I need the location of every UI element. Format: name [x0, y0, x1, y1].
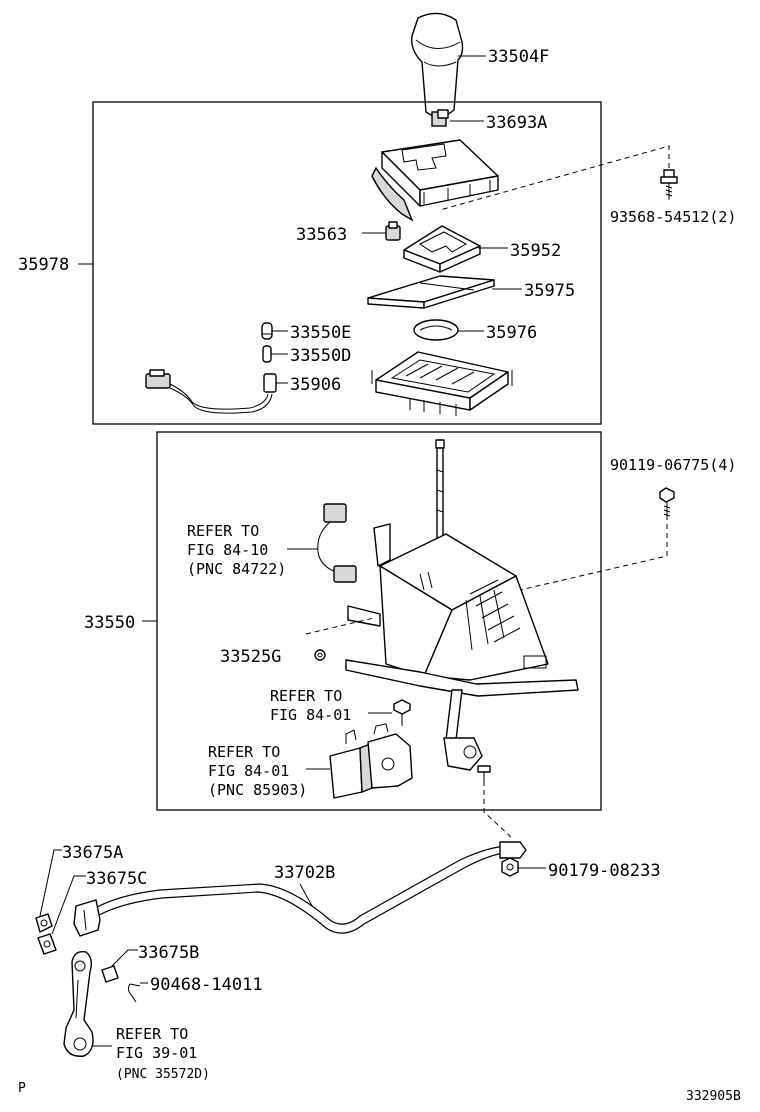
slide-plate-part[interactable]: [367, 275, 495, 309]
ref4-line1: REFER TO: [116, 1025, 188, 1043]
transmission-control-cable-part[interactable]: [73, 841, 527, 937]
leader-line: [39, 849, 62, 917]
leader-line: [51, 875, 86, 935]
shift-lock-unit-part[interactable]: [329, 723, 413, 799]
lever-harness-part[interactable]: [317, 503, 357, 583]
shift-lever-housing-part[interactable]: [345, 523, 579, 697]
bolt-right-part[interactable]: [659, 487, 675, 520]
dashed-line: [305, 617, 375, 635]
knob-clip-part[interactable]: [431, 109, 449, 127]
ref2-bolt-part[interactable]: [393, 699, 411, 726]
clip-pin-part[interactable]: [127, 983, 141, 1003]
shift-knob-part[interactable]: [411, 12, 464, 118]
callout-wire-harness[interactable]: 35906: [290, 375, 341, 395]
ref4-line3: (PNC 35572D): [116, 1067, 210, 1082]
ref2-line1: REFER TO: [270, 687, 342, 705]
shift-link-lever-part[interactable]: [63, 951, 94, 1057]
ref1-line3: (PNC 84722): [187, 560, 286, 578]
callout-cable[interactable]: 33702B: [274, 863, 335, 883]
dashed-line: [483, 790, 511, 846]
ref4-line2[interactable]: FIG 39-01: [116, 1044, 197, 1062]
callout-retainer-a[interactable]: 33675A: [62, 843, 123, 863]
cable-nut-part[interactable]: [501, 857, 519, 877]
callout-retainer-b[interactable]: 33675B: [138, 943, 199, 963]
dashed-line: [439, 145, 670, 211]
bulb-d-part[interactable]: [262, 345, 272, 363]
shift-lever-rod-part[interactable]: [435, 439, 445, 545]
callout-slide-plate[interactable]: 35975: [524, 281, 575, 301]
retainer-c-part[interactable]: [37, 933, 57, 955]
callout-lever-assy[interactable]: 33550: [84, 613, 135, 633]
callout-indicator-lens[interactable]: 35976: [486, 323, 537, 343]
indicator-housing-part[interactable]: [403, 225, 481, 273]
footer-illustration-number: 332905B: [686, 1089, 741, 1104]
callout-indicator-sub-assy[interactable]: 35978: [18, 255, 69, 275]
callout-indicator-housing[interactable]: 35952: [510, 241, 561, 261]
callout-bushing[interactable]: 33525G: [220, 647, 281, 667]
ref1-line1: REFER TO: [187, 522, 259, 540]
callout-bolt-right[interactable]: 90119-06775(4): [610, 456, 736, 474]
leader-line: [111, 949, 138, 967]
ref2-line2[interactable]: FIG 84-01: [270, 706, 351, 724]
callout-bulb-e[interactable]: 33550E: [290, 323, 351, 343]
slider-block-part[interactable]: [385, 221, 401, 241]
bushing-part[interactable]: [314, 649, 326, 661]
callout-nut-cable[interactable]: 90179-08233: [548, 861, 661, 881]
callout-knob-clip[interactable]: 33693A: [486, 113, 547, 133]
callout-screw-top[interactable]: 93568-54512(2): [610, 208, 736, 226]
indicator-base-part[interactable]: [371, 351, 513, 416]
retainer-a-part[interactable]: [35, 913, 53, 933]
callout-shift-knob[interactable]: 33504F: [488, 47, 549, 67]
indicator-assembly-frame: [92, 101, 602, 425]
callout-bulb-d[interactable]: 33550D: [290, 346, 351, 366]
lever-lower-arm-part[interactable]: [443, 689, 491, 786]
screw-top-part[interactable]: [660, 169, 678, 200]
wire-harness-part[interactable]: [145, 369, 277, 414]
callout-retainer-c[interactable]: 33675C: [86, 869, 147, 889]
retainer-b-part[interactable]: [101, 965, 119, 983]
ref3-line2[interactable]: FIG 84-01: [208, 762, 289, 780]
callout-clip-pin[interactable]: 90468-14011: [150, 975, 263, 995]
dashed-line: [519, 524, 668, 591]
leader-line: [299, 883, 313, 907]
ref1-line2[interactable]: FIG 84-10: [187, 541, 268, 559]
ref3-line3: (PNC 85903): [208, 781, 307, 799]
indicator-lens-part[interactable]: [413, 319, 459, 341]
ref3-line1: REFER TO: [208, 743, 280, 761]
bulb-e-part[interactable]: [261, 322, 273, 340]
footer-left-code: P: [18, 1081, 26, 1096]
position-indicator-cover-part[interactable]: [371, 139, 499, 222]
callout-slider-block[interactable]: 33563: [296, 225, 347, 245]
